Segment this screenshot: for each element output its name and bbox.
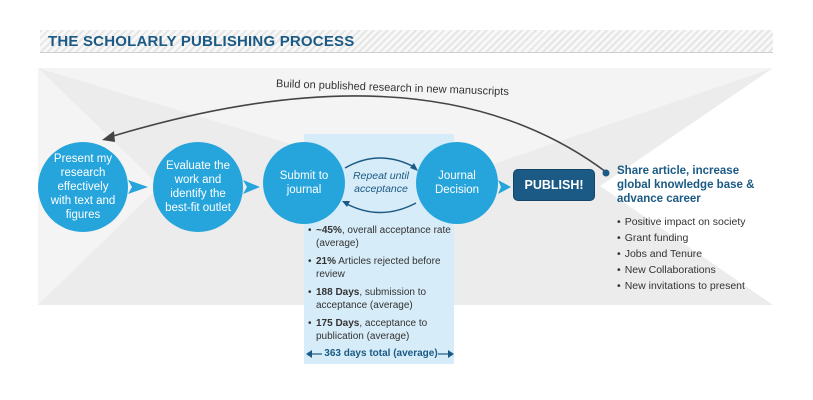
stat-item: ~45%, overall acceptance rate (average) — [308, 225, 454, 250]
chevron-connector-1 — [128, 180, 148, 194]
step-submit-journal: Submit to journal — [263, 142, 345, 224]
benefit-item: New invitations to present — [617, 278, 746, 294]
background-notch-top — [38, 68, 773, 186]
title-band — [40, 30, 773, 52]
benefit-item: Positive impact on society — [617, 214, 746, 230]
repeat-arrow-top — [344, 157, 417, 169]
step-label: Evaluate the work and identify the best-… — [165, 160, 231, 214]
chevron-connector-3 — [498, 180, 511, 194]
share-heading: Share article, increase global knowledge… — [617, 165, 755, 205]
loop-back-arrow — [109, 95, 607, 173]
step-evaluate-work: Evaluate the work and identify the best-… — [153, 142, 243, 232]
total-days-label: 363 days total (average) — [324, 348, 438, 359]
step-label: Present my research effectively with tex… — [50, 153, 116, 221]
repeat-arrowhead-top — [410, 163, 418, 171]
stat-item: 175 Days, acceptance to publication (ave… — [308, 318, 454, 343]
total-arrow-left-head — [306, 350, 312, 358]
stat-item: 188 Days, submission to acceptance (aver… — [308, 287, 454, 312]
step-journal-decision: Journal Decision — [416, 142, 498, 224]
loop-start-dot — [602, 169, 610, 177]
repeat-arrowhead-bottom — [342, 201, 350, 207]
chevron-connector-2 — [243, 180, 260, 194]
total-arrow-right-head — [448, 350, 454, 358]
title-underline — [40, 52, 773, 53]
stats-list: ~45%, overall acceptance rate (average) … — [308, 225, 454, 349]
stat-item: 21% Articles rejected before review — [308, 256, 454, 281]
benefit-item: Grant funding — [617, 230, 746, 246]
step-label: Submit to journal — [279, 170, 329, 196]
benefit-item: New Collaborations — [617, 262, 746, 278]
publish-box: PUBLISH! — [513, 169, 595, 201]
step-label: Journal Decision — [434, 170, 480, 196]
benefit-item: Jobs and Tenure — [617, 246, 746, 262]
repeat-label: Repeat until acceptance — [352, 170, 410, 195]
step-present-research: Present my research effectively with tex… — [38, 142, 128, 232]
repeat-arrow-bottom — [344, 202, 417, 214]
loop-back-arrowhead — [102, 131, 115, 142]
benefits-list: Positive impact on society Grant funding… — [617, 214, 746, 294]
page-title: THE SCHOLARLY PUBLISHING PROCESS — [48, 33, 355, 50]
